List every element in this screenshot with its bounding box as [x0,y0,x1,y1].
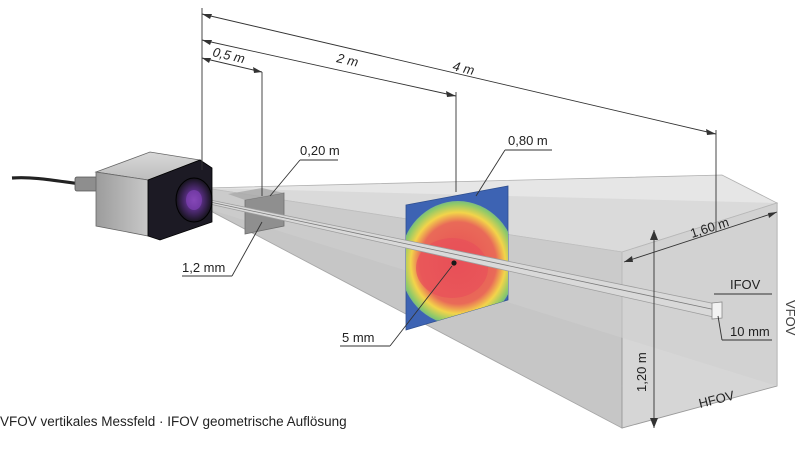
dist-label-0-5m: 0,5 m [211,44,246,66]
dimension-arrows [202,14,777,428]
spot-label-020m: 0,20 m [300,143,340,158]
dimension-lines [201,8,778,428]
lens-spot-label: 1,2 mm [182,260,225,275]
figure-caption: VFOV vertikales Messfeld · IFOV geometri… [0,414,347,429]
leader-lines [182,149,772,347]
ifov-label: IFOV [730,277,761,292]
dist-label-4m: 4 m [451,58,476,78]
camera-side [95,171,149,237]
pixel-label-5mm: 5 mm [342,330,375,345]
cable-connector [74,176,100,192]
vfov-label: VFOV [783,300,798,336]
dist-label-2m: 2 m [334,50,360,70]
spot-label-080m: 0,80 m [508,133,548,148]
spot-label-120m: 1,20 m [634,352,649,392]
camera [11,151,213,241]
pixel-label-10mm: 10 mm [730,324,770,339]
